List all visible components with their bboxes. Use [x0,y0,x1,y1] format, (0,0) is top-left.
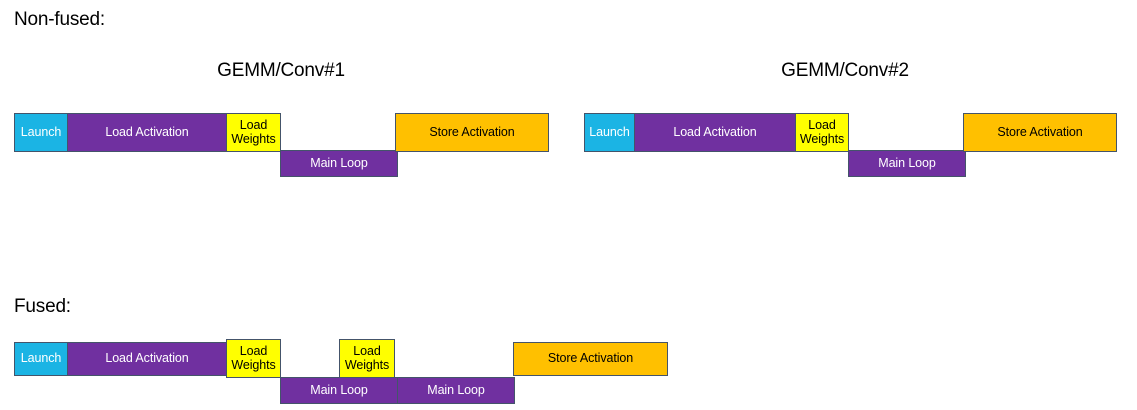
bar-main-loop-fused-2: Main Loop [397,377,515,404]
group-title-gemm-conv-2: GEMM/Conv#2 [781,60,909,81]
bar-load-activation-fused: Load Activation [67,342,227,376]
bar-load-activation-group1: Load Activation [67,113,227,152]
bar-load-weights-fused-1: Load Weights [226,339,281,378]
bar-load-activation-group2: Load Activation [634,113,796,152]
bar-launch-group1: Launch [14,113,68,152]
bar-launch-fused: Launch [14,342,68,376]
bar-load-weights-fused-2: Load Weights [339,339,395,378]
section-label-fused: Fused: [14,296,71,317]
bar-load-weights-group2: Load Weights [795,113,849,152]
section-label-non-fused: Non-fused: [14,9,105,30]
bar-store-activation-group1: Store Activation [395,113,549,152]
bar-main-loop-group1: Main Loop [280,150,398,177]
bar-launch-group2: Launch [584,113,635,152]
bar-store-activation-group2: Store Activation [963,113,1117,152]
bar-store-activation-fused: Store Activation [513,342,668,376]
group-title-gemm-conv-1: GEMM/Conv#1 [217,60,345,81]
bar-main-loop-group2: Main Loop [848,150,966,177]
bar-main-loop-fused-1: Main Loop [280,377,398,404]
bar-load-weights-group1: Load Weights [226,113,281,152]
